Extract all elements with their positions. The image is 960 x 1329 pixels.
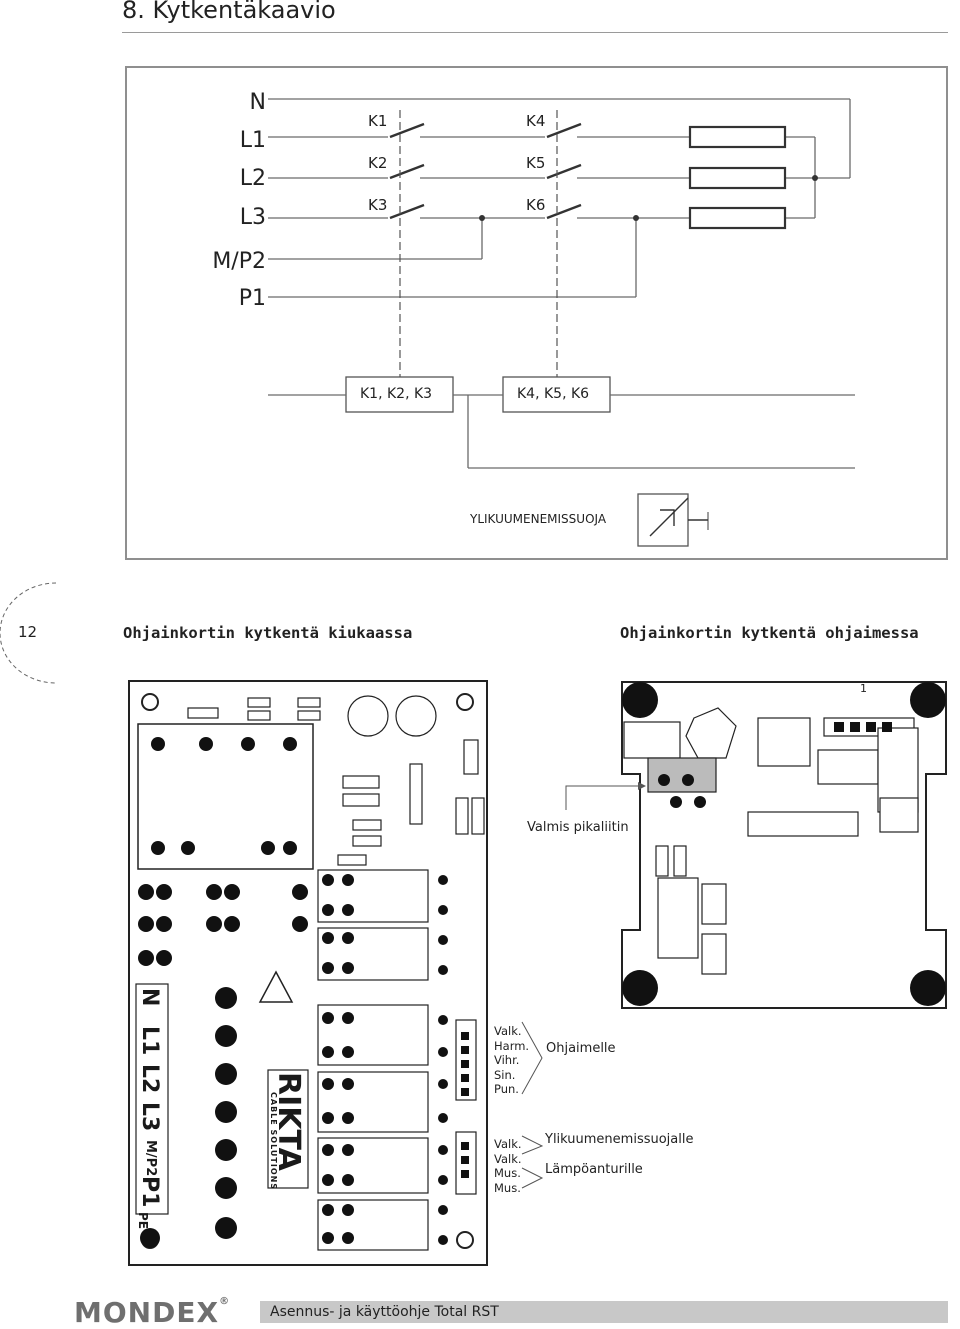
- wire-color-7: Valk.: [494, 1151, 522, 1166]
- wire-color-9: Mus.: [494, 1180, 521, 1195]
- terminal-label-p1: P1: [137, 1176, 162, 1208]
- contact-label-k2: K2: [368, 154, 388, 172]
- terminal-label-l3: L3: [137, 1102, 162, 1132]
- terminal-label-l2: L2: [137, 1064, 162, 1094]
- section-title-controller: Ohjainkortin kytkentä ohjaimessa: [620, 624, 919, 642]
- contact-label-k6: K6: [526, 196, 546, 214]
- terminal-label-mp2: M/P2: [143, 1140, 158, 1177]
- to-temp-sensor-label: Lämpöanturille: [545, 1162, 643, 1177]
- contact-label-k5: K5: [526, 154, 546, 172]
- wire-color-4: Sin.: [494, 1067, 516, 1082]
- relay-box-label-right: K4, K5, K6: [517, 386, 590, 402]
- wire-color-6: Valk.: [494, 1137, 522, 1151]
- to-overheat-label: Ylikuumenemissuojalle: [545, 1132, 694, 1147]
- pcb-board-controller: 1: [621, 681, 947, 1009]
- contact-label-k3: K3: [368, 196, 388, 214]
- wire-color-1: Valk.: [494, 1024, 522, 1038]
- terminal-label-pe: PE: [136, 1212, 150, 1229]
- controller-bracket: [521, 1021, 543, 1095]
- logo-registered-mark: ®: [219, 1296, 231, 1307]
- terminal-labels: N L1 L2 L3 M/P2 P1 PE: [128, 984, 168, 1229]
- footer-text: Asennus- ja käyttöohje Total RST: [270, 1304, 499, 1320]
- page-number: 12: [18, 623, 38, 641]
- to-controller-label: Ohjaimelle: [546, 1041, 616, 1056]
- line-label-l1: L1: [239, 128, 266, 153]
- wiring-diagram-frame: [125, 66, 948, 560]
- pcb-board-heater: [128, 680, 488, 1266]
- line-label-l3: L3: [239, 205, 266, 230]
- sensor-brackets: [521, 1135, 544, 1189]
- logo-text: MONDEX: [74, 1296, 220, 1329]
- terminal-label-l1: L1: [137, 1026, 162, 1056]
- wiring-schematic: [268, 98, 855, 547]
- footer-bar: [260, 1301, 948, 1323]
- line-label-mp2: M/P2: [212, 249, 266, 274]
- relay-box-label-left: K1, K2, K3: [360, 386, 433, 402]
- wire-color-8: Mus.: [494, 1166, 521, 1181]
- overheat-label: YLIKUUMENEMISSUOJA: [470, 512, 607, 526]
- header-rule: [122, 32, 948, 33]
- wire-color-3: Vihr.: [494, 1053, 520, 1068]
- line-label-p1: P1: [238, 286, 266, 311]
- wire-color-2: Harm.: [494, 1038, 530, 1053]
- line-label-l2: L2: [239, 166, 266, 191]
- wire-list-controller: Valk. Harm. Vihr. Sin. Pun.: [494, 1024, 529, 1097]
- page-number-arc: [0, 582, 57, 684]
- page-title: 8. Kytkentäkaavio: [122, 0, 336, 24]
- quick-connector-label: Valmis pikaliitin: [527, 820, 629, 835]
- wire-list-sensors: Valk. Valk. Mus. Mus.: [494, 1137, 522, 1195]
- line-label-n: N: [249, 90, 266, 115]
- brand-logo: MONDEX®: [74, 1296, 230, 1329]
- contact-label-k4: K4: [526, 112, 546, 130]
- wire-color-5: Pun.: [494, 1082, 519, 1097]
- terminal-label-n: N: [137, 988, 162, 1007]
- quick-connector-arrow: [565, 782, 646, 810]
- section-title-heater: Ohjainkortin kytkentä kiukaassa: [123, 624, 413, 642]
- board-brand-sub: CABLE SOLUTIONS: [269, 1092, 278, 1191]
- contact-label-k1: K1: [368, 112, 388, 130]
- svg-text:1: 1: [860, 682, 867, 695]
